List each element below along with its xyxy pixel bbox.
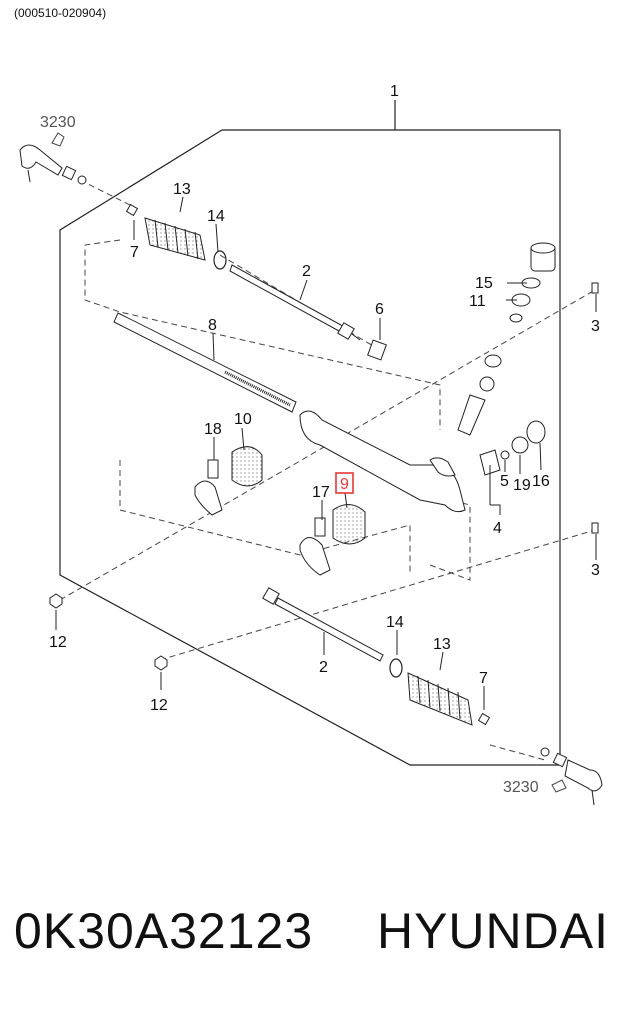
callout-labels: 1 3230 13 14 7 2 6 8 15 11 3 18 10 17 9 …	[40, 83, 600, 796]
rack	[113, 312, 297, 413]
label-ref-3230-right: 3230	[503, 779, 539, 796]
label-nut-12-lower: 12	[150, 697, 168, 714]
bolt-lower	[591, 522, 599, 534]
label-ref-3230-left: 3230	[40, 114, 76, 131]
label-bolt-upper: 3	[591, 318, 600, 335]
highlight-box	[335, 472, 354, 494]
label-yoke-4: 4	[493, 520, 502, 537]
boot-right	[407, 672, 473, 726]
label-bushing-left: 10	[234, 411, 252, 428]
nut-12-upper	[49, 593, 63, 609]
part-number: 0K30A32123	[14, 903, 314, 959]
label-tie-rod-lower: 2	[319, 659, 328, 676]
bushing-9	[332, 504, 366, 545]
cap-15	[530, 242, 556, 272]
tie-rod-lower	[262, 587, 384, 662]
label-bracket-left: 18	[204, 421, 222, 438]
assembly-outline	[59, 100, 561, 766]
label-assembly: 1	[390, 83, 399, 100]
band-left	[213, 250, 227, 270]
pinion	[457, 376, 495, 436]
steering-gear-exploded-diagram: 1 3230 13 14 7 2 6 8 15 11 3 18 10 17 9 …	[19, 83, 603, 806]
bushing-left	[231, 446, 263, 487]
washer-11	[484, 277, 541, 368]
tie-rod-end-left	[19, 144, 87, 185]
clip-left	[125, 203, 139, 217]
label-locknut-16: 16	[532, 473, 550, 490]
label-nut-6: 6	[375, 301, 384, 318]
label-bushing-9: 9	[340, 476, 349, 493]
label-boot-left: 13	[173, 181, 191, 198]
label-cap: 15	[475, 275, 493, 292]
label-band-left: 14	[207, 208, 225, 225]
footer: 0K30A32123 HYUNDAI	[0, 902, 621, 982]
tie-rod-end-right	[540, 747, 603, 806]
tie-rod-end-ref-icon-left	[51, 132, 65, 147]
clip-right	[477, 712, 491, 726]
yoke-parts	[479, 420, 546, 476]
label-clip-left: 7	[130, 244, 139, 261]
label-boot-right: 13	[433, 636, 451, 653]
gear-housing	[299, 410, 466, 513]
band-right	[389, 658, 403, 678]
brand-name: HYUNDAI	[376, 903, 609, 959]
label-bracket-right: 17	[312, 484, 330, 501]
bracket-right	[299, 517, 331, 576]
nut-12-lower	[154, 655, 168, 671]
label-nut-12-upper: 12	[49, 634, 67, 651]
leader-lines	[55, 196, 597, 710]
label-bolt-lower: 3	[591, 562, 600, 579]
date-code: (000510-020904)	[14, 6, 107, 20]
tie-rod-end-ref-icon-right	[551, 779, 567, 793]
label-tie-rod-upper: 2	[302, 263, 311, 280]
boot-left	[144, 217, 206, 261]
nut-6	[367, 339, 387, 361]
label-plug-5: 5	[500, 473, 509, 490]
label-nut-19: 19	[513, 477, 531, 494]
label-washer: 11	[469, 293, 486, 310]
bracket-left	[194, 459, 223, 516]
tie-rod-upper	[229, 264, 361, 341]
label-rack: 8	[208, 317, 217, 334]
bolt-upper	[591, 282, 599, 294]
label-band-right: 14	[386, 614, 404, 631]
label-clip-right: 7	[479, 670, 488, 687]
